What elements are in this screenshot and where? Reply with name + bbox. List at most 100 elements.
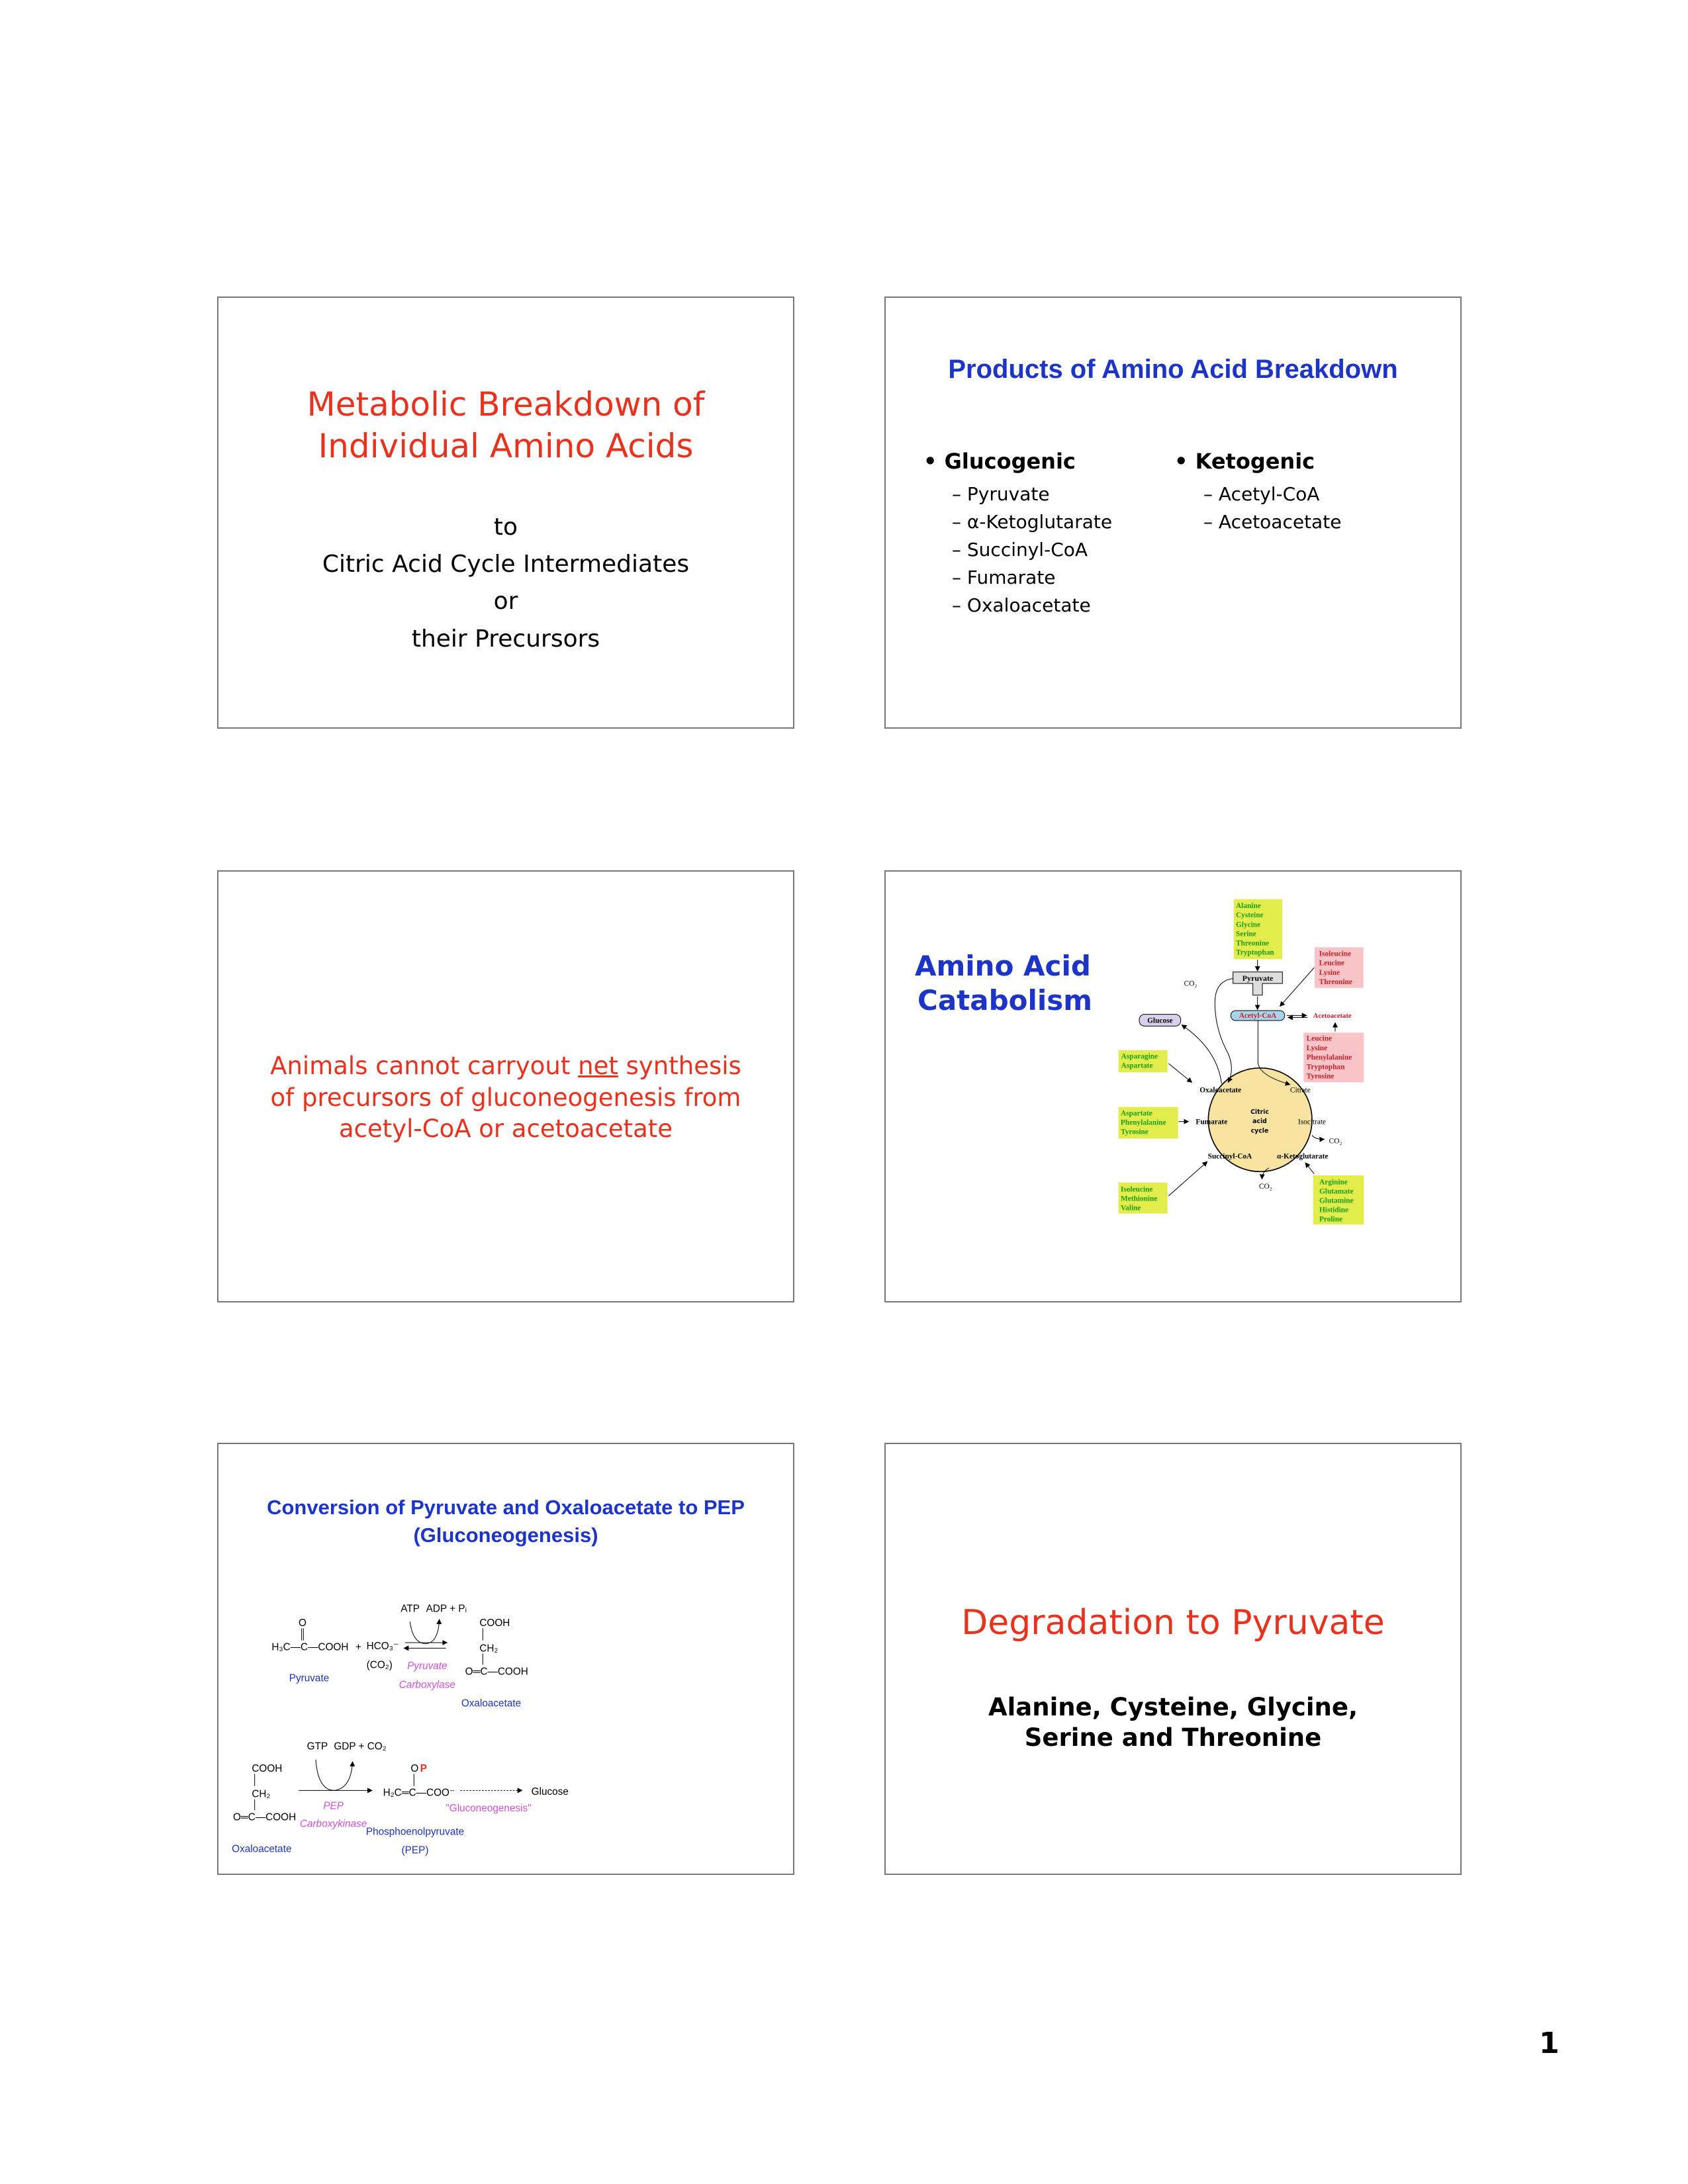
svg-text:"Gluconeogenesis": "Gluconeogenesis" bbox=[445, 1803, 531, 1814]
list-item: – Pyruvate bbox=[952, 483, 1050, 505]
svg-text:Lysine: Lysine bbox=[1307, 1044, 1327, 1052]
pyruvate-inputs-box bbox=[1233, 899, 1282, 960]
svg-text:Histidine: Histidine bbox=[1319, 1206, 1348, 1214]
svg-text:Asparagine: Asparagine bbox=[1121, 1053, 1158, 1061]
slide-title-line: Amino Acid bbox=[915, 950, 1091, 982]
svg-text:P: P bbox=[420, 1763, 427, 1774]
svg-text:Aspartate: Aspartate bbox=[1121, 1109, 1152, 1117]
svg-text:Phosphoenolpyruvate: Phosphoenolpyruvate bbox=[366, 1827, 464, 1838]
slide-2: Products of Amino Acid Breakdown • Gluco… bbox=[884, 296, 1462, 729]
succinylcoa-inputs-box bbox=[1118, 1183, 1168, 1214]
svg-text:Methionine: Methionine bbox=[1121, 1195, 1157, 1203]
svg-text:Tryptophan: Tryptophan bbox=[1307, 1063, 1345, 1071]
pyruvate-label: Pyruvate bbox=[289, 1672, 330, 1684]
slide-6: Degradation to Pyruvate Alanine, Cystein… bbox=[884, 1443, 1462, 1875]
svg-text:ADP + Pᵢ: ADP + Pᵢ bbox=[426, 1603, 467, 1614]
svg-text:Isoleucine: Isoleucine bbox=[1319, 950, 1351, 958]
svg-text:(PEP): (PEP) bbox=[402, 1844, 429, 1856]
svg-text:Phenylalanine: Phenylalanine bbox=[1121, 1118, 1166, 1126]
ketoglutarate-label: α-Ketoglutarate bbox=[1277, 1152, 1328, 1160]
reaction-arrows bbox=[299, 1619, 523, 1794]
svg-text:Carboxylase: Carboxylase bbox=[399, 1679, 455, 1690]
svg-text:Acetyl-CoA: Acetyl-CoA bbox=[1239, 1012, 1277, 1020]
bullet-glucogenic: • Glucogenic bbox=[923, 449, 1076, 474]
slide-title-line: Metabolic Breakdown of bbox=[306, 385, 705, 424]
isocitrate-label: Isocitrate bbox=[1298, 1118, 1326, 1126]
svg-text:ATP: ATP bbox=[400, 1603, 420, 1614]
svg-text:Tyrosine: Tyrosine bbox=[1307, 1072, 1335, 1080]
svg-text:PEP: PEP bbox=[323, 1801, 344, 1812]
slide-1: Metabolic Breakdown of Individual Amino … bbox=[217, 296, 794, 729]
pathway-arrows bbox=[1168, 960, 1338, 1197]
svg-text:Phenylalanine: Phenylalanine bbox=[1307, 1054, 1352, 1062]
list-item: – Acetyl-CoA bbox=[1203, 483, 1320, 505]
list-item: – Succinyl-CoA bbox=[952, 539, 1088, 561]
svg-text:Oxaloacetate: Oxaloacetate bbox=[232, 1844, 291, 1855]
page-number: 1 bbox=[1539, 2026, 1560, 2060]
svg-text:Glucose: Glucose bbox=[532, 1786, 569, 1797]
list-item: – Oxaloacetate bbox=[952, 594, 1091, 616]
svg-text:Tyrosine: Tyrosine bbox=[1121, 1128, 1149, 1136]
statement-line: Animals cannot carryout net synthesis bbox=[270, 1052, 741, 1080]
bicarbonate: HCO₃⁻ bbox=[367, 1641, 399, 1652]
slide-title-line: (Gluconeogenesis) bbox=[413, 1524, 598, 1547]
svg-text:Serine: Serine bbox=[1236, 930, 1256, 938]
svg-text:Arginine: Arginine bbox=[1319, 1178, 1348, 1186]
svg-text:Proline: Proline bbox=[1319, 1215, 1342, 1223]
svg-text:Citric: Citric bbox=[1250, 1109, 1269, 1116]
list-item: – Acetoacetate bbox=[1203, 511, 1342, 533]
slide-body-line: to bbox=[493, 514, 518, 541]
svg-text:Pyruvate: Pyruvate bbox=[407, 1661, 447, 1672]
slide-3: Animals cannot carryout net synthesis of… bbox=[217, 870, 794, 1302]
acetoacetate-label: Acetoacetate bbox=[1313, 1013, 1352, 1020]
svg-text:CO₂: CO₂ bbox=[1329, 1138, 1342, 1146]
slide-title-line: Conversion of Pyruvate and Oxaloacetate … bbox=[267, 1496, 745, 1519]
slide-body-line: Serine and Threonine bbox=[1024, 1723, 1322, 1752]
statement-line: acetyl-CoA or acetoacetate bbox=[338, 1115, 673, 1143]
svg-text:CO₂: CO₂ bbox=[1184, 979, 1197, 987]
slide-body-line: or bbox=[493, 588, 518, 615]
svg-text:CH₂: CH₂ bbox=[479, 1643, 498, 1654]
amino-acid-catabolism-diagram: AlanineCysteineGlycineSerineThreonineTry… bbox=[1118, 899, 1364, 1225]
svg-text:Glutamine: Glutamine bbox=[1319, 1197, 1354, 1205]
svg-text:Glucose: Glucose bbox=[1147, 1017, 1172, 1024]
svg-text:+: + bbox=[355, 1642, 361, 1653]
svg-text:CH₂: CH₂ bbox=[252, 1788, 270, 1799]
list-item: – Fumarate bbox=[952, 567, 1056, 588]
pyruvate-inputs: AlanineCysteineGlycineSerineThreonineTry… bbox=[1236, 902, 1274, 957]
svg-text:Threonine: Threonine bbox=[1319, 978, 1352, 986]
svg-text:Tryptophan: Tryptophan bbox=[1236, 949, 1274, 957]
svg-text:acid: acid bbox=[1252, 1118, 1267, 1125]
svg-text:O═C—COOH: O═C—COOH bbox=[465, 1666, 528, 1677]
succinyl-coa-label: Succinyl-CoA bbox=[1208, 1152, 1253, 1160]
svg-text:Leucine: Leucine bbox=[1319, 960, 1344, 968]
statement-line: of precursors of gluconeogenesis from bbox=[270, 1083, 741, 1112]
svg-text:Alanine: Alanine bbox=[1236, 902, 1261, 910]
glucogenic-list: – Pyruvate – α-Ketoglutarate – Succinyl-… bbox=[952, 480, 1112, 619]
slide-title-line: Catabolism bbox=[917, 984, 1093, 1017]
svg-text:COOH: COOH bbox=[252, 1763, 282, 1774]
column-heading: Ketogenic bbox=[1195, 449, 1315, 474]
svg-text:CO₂: CO₂ bbox=[1259, 1183, 1272, 1191]
ketoglutarate-inputs: ArginineGlutamateGlutamineHistidineProli… bbox=[1319, 1178, 1354, 1223]
svg-text:Valine: Valine bbox=[1121, 1205, 1141, 1212]
slide-title: Products of Amino Acid Breakdown bbox=[948, 355, 1398, 384]
slide-body-line: Citric Acid Cycle Intermediates bbox=[322, 551, 690, 578]
svg-text:O═C—COOH: O═C—COOH bbox=[233, 1811, 296, 1823]
svg-text:O: O bbox=[299, 1617, 306, 1629]
slide-5: Conversion of Pyruvate and Oxaloacetate … bbox=[217, 1443, 794, 1875]
svg-text:Isoleucine: Isoleucine bbox=[1121, 1185, 1152, 1193]
bullet-ketogenic: • Ketogenic bbox=[1174, 449, 1315, 474]
list-item: – α-Ketoglutarate bbox=[952, 511, 1113, 533]
svg-text:GDP + CO₂: GDP + CO₂ bbox=[334, 1741, 386, 1752]
slide-body-line: Alanine, Cysteine, Glycine, bbox=[988, 1693, 1358, 1721]
fumarate-inputs-box bbox=[1118, 1107, 1178, 1139]
svg-text:Leucine: Leucine bbox=[1307, 1035, 1332, 1043]
oxaloacetate-inputs-box bbox=[1118, 1050, 1168, 1073]
svg-text:Glycine: Glycine bbox=[1236, 921, 1260, 929]
ketogenic-list: – Acetyl-CoA – Acetoacetate bbox=[1203, 480, 1341, 536]
slide-body-line: their Precursors bbox=[411, 625, 600, 653]
oxaloacetate-label: Oxaloacetate bbox=[1199, 1086, 1241, 1094]
